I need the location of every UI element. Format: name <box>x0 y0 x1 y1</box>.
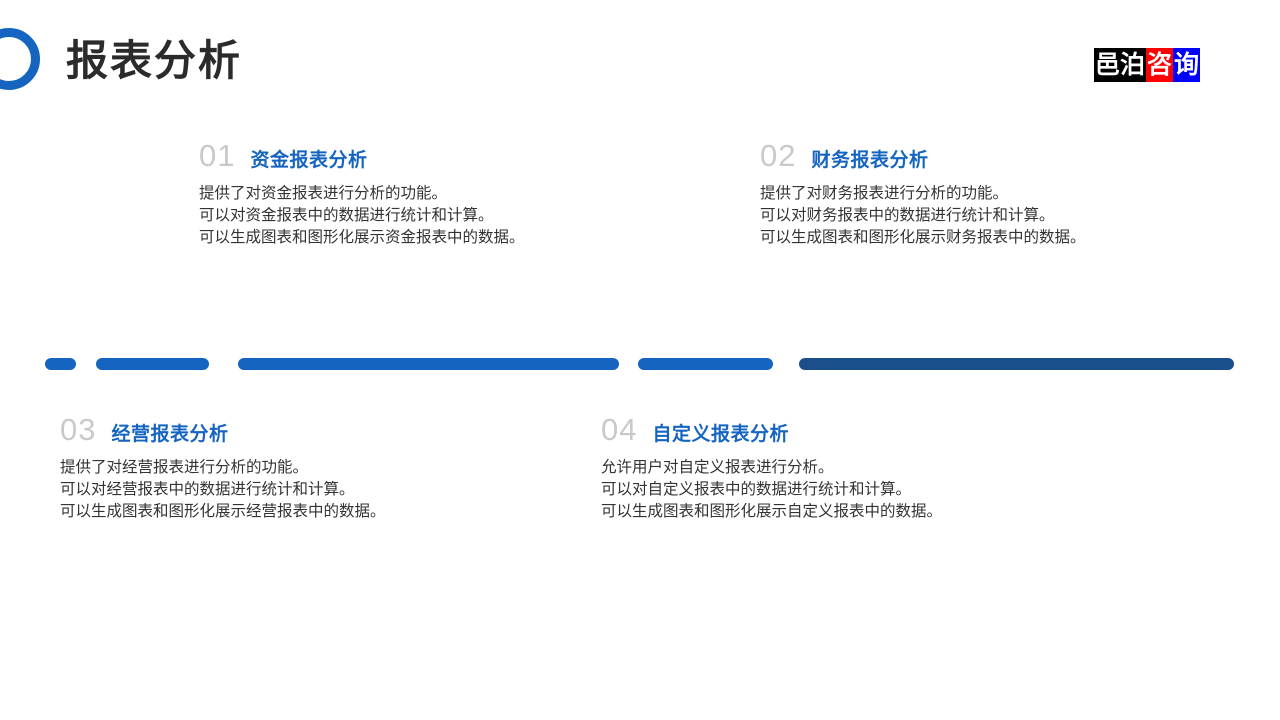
feature-item-03-line-2: 可以对经营报表中的数据进行统计和计算。 <box>60 481 355 498</box>
feature-item-02-body: 提供了对财务报表进行分析的功能。 可以对财务报表中的数据进行统计和计算。 可以生… <box>760 183 1086 249</box>
divider-dashed-bar <box>0 358 1280 372</box>
feature-item-01-title: 资金报表分析 <box>250 150 368 171</box>
feature-item-04-line-2: 可以对自定义报表中的数据进行统计和计算。 <box>601 481 912 498</box>
feature-item-03: 03 经营报表分析 提供了对经营报表进行分析的功能。 可以对经营报表中的数据进行… <box>60 412 386 523</box>
feature-item-01-number: 01 <box>199 138 236 173</box>
divider-segment-1 <box>45 358 76 370</box>
feature-item-04: 04 自定义报表分析 允许用户对自定义报表进行分析。 可以对自定义报表中的数据进… <box>601 412 942 523</box>
feature-item-03-line-3: 可以生成图表和图形化展示经营报表中的数据。 <box>60 503 386 520</box>
feature-item-02-line-2: 可以对财务报表中的数据进行统计和计算。 <box>760 207 1055 224</box>
feature-item-02-line-1: 提供了对财务报表进行分析的功能。 <box>760 185 1009 202</box>
page-title: 报表分析 <box>66 37 243 84</box>
feature-item-02-line-3: 可以生成图表和图形化展示财务报表中的数据。 <box>760 229 1086 246</box>
feature-item-01: 01 资金报表分析 提供了对资金报表进行分析的功能。 可以对资金报表中的数据进行… <box>199 138 525 249</box>
circle-ring-icon <box>0 28 40 90</box>
feature-item-04-number: 04 <box>601 412 638 447</box>
feature-item-01-line-3: 可以生成图表和图形化展示资金报表中的数据。 <box>199 229 525 246</box>
divider-segment-2 <box>96 358 209 370</box>
feature-item-03-line-1: 提供了对经营报表进行分析的功能。 <box>60 459 309 476</box>
divider-segment-3 <box>238 358 619 370</box>
brand-logo-segment-red: 咨 <box>1145 48 1173 82</box>
slide-header: 报表分析 邑泊 咨 询 <box>0 0 1280 120</box>
brand-logo-segment-black: 邑泊 <box>1093 48 1146 82</box>
brand-logo: 邑泊 咨 询 <box>1093 48 1200 82</box>
feature-item-04-line-3: 可以生成图表和图形化展示自定义报表中的数据。 <box>601 503 943 520</box>
feature-item-04-head: 04 自定义报表分析 <box>601 412 942 448</box>
feature-item-03-title: 经营报表分析 <box>111 424 229 445</box>
feature-item-02-number: 02 <box>760 138 797 173</box>
feature-item-02-title: 财务报表分析 <box>811 150 929 171</box>
feature-item-04-title: 自定义报表分析 <box>652 424 789 445</box>
feature-item-04-body: 允许用户对自定义报表进行分析。 可以对自定义报表中的数据进行统计和计算。 可以生… <box>601 457 942 523</box>
feature-item-03-body: 提供了对经营报表进行分析的功能。 可以对经营报表中的数据进行统计和计算。 可以生… <box>60 457 386 523</box>
feature-item-02: 02 财务报表分析 提供了对财务报表进行分析的功能。 可以对财务报表中的数据进行… <box>760 138 1086 249</box>
feature-item-04-line-1: 允许用户对自定义报表进行分析。 <box>601 459 834 476</box>
divider-segment-5 <box>799 358 1234 370</box>
feature-item-01-head: 01 资金报表分析 <box>199 138 525 174</box>
brand-logo-segment-blue: 询 <box>1172 48 1200 82</box>
feature-item-01-line-2: 可以对资金报表中的数据进行统计和计算。 <box>199 207 494 224</box>
feature-item-02-head: 02 财务报表分析 <box>760 138 1086 174</box>
feature-item-03-head: 03 经营报表分析 <box>60 412 386 448</box>
feature-item-01-line-1: 提供了对资金报表进行分析的功能。 <box>199 185 448 202</box>
feature-item-03-number: 03 <box>60 412 97 447</box>
feature-item-01-body: 提供了对资金报表进行分析的功能。 可以对资金报表中的数据进行统计和计算。 可以生… <box>199 183 525 249</box>
divider-segment-4 <box>638 358 773 370</box>
